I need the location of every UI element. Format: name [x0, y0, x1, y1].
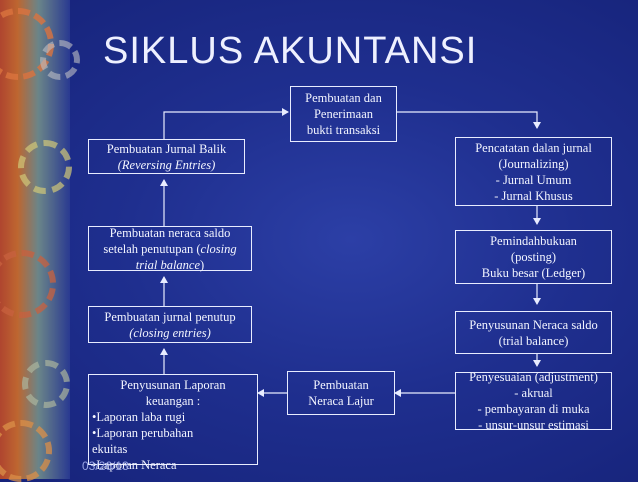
node-posting: Pemindahbukuan (posting) Buku besar (Led… [455, 230, 612, 284]
gear-icon [40, 40, 80, 80]
node-text: trial balance [135, 257, 201, 272]
node-line: Penyusunan Neraca saldo [469, 317, 598, 332]
node-line: keuangan : [145, 394, 201, 408]
node-line: - Jurnal Umum [495, 172, 572, 187]
node-text: setelah penutupan ( [103, 241, 201, 256]
page-title: SIKLUS AKUNTANSI [103, 30, 478, 72]
node-neraca-lajur: Pembuatan Neraca Lajur [287, 371, 395, 415]
node-neraca-saldo: Penyusunan Neraca saldo (trial balance) [455, 311, 612, 354]
node-text: closing [200, 241, 237, 256]
node-jurnal-penutup: Pembuatan jurnal penutup (closing entrie… [88, 306, 252, 343]
node-text: ) [200, 257, 205, 272]
node-line: (Journalizing) [498, 156, 569, 171]
node-laporan-keuangan: Penyusunan Laporan keuangan : •Laporan l… [88, 374, 258, 472]
arrow-balik-to-transaksi [163, 108, 289, 139]
gear-icon [0, 250, 56, 318]
node-pencatatan-jurnal: Pencatatan dalan jurnal (Journalizing) -… [455, 137, 612, 206]
arrow-transaksi-to-jurnal [397, 111, 541, 129]
node-line: (posting) [510, 250, 557, 264]
node-line: - unsur-unsur estimasi [478, 418, 589, 432]
node-line: Penerimaan [313, 107, 373, 121]
node-line: Pembuatan neraca saldo [109, 225, 231, 240]
node-list-item: •Laporan laba rugi [92, 410, 186, 424]
node-line: (Reversing Entries) [117, 157, 216, 172]
node-line: Pencatatan dalan jurnal [475, 140, 592, 155]
node-penyesuaian: Penyesuaian (adjustment) - akrual - pemb… [455, 370, 612, 432]
node-line: - pembayaran di muka [477, 402, 590, 416]
gear-icon [18, 140, 72, 194]
node-line: Pembuatan [313, 378, 369, 392]
node-bukti-transaksi: Pembuatan dan Penerimaan bukti transaksi [290, 86, 397, 142]
node-line: Buku besar (Ledger) [481, 266, 586, 280]
left-decoration [0, 0, 80, 482]
node-line: Pembuatan dan [305, 91, 382, 105]
node-line: Neraca Lajur [308, 394, 374, 408]
node-line: Pembuatan Jurnal Balik [106, 141, 227, 156]
node-list-item: ekuitas [92, 442, 128, 456]
node-line: Penyesuaian (adjustment) [469, 370, 598, 384]
gear-icon [22, 360, 70, 408]
node-line: (closing entries) [129, 325, 211, 340]
node-line: - akrual [514, 386, 553, 400]
node-neraca-saldo-penutupan: Pembuatan neraca saldo setelah penutupan… [88, 225, 252, 273]
node-line: (trial balance) [498, 333, 569, 348]
node-line: Pembuatan jurnal penutup [104, 309, 236, 324]
footer-date: 03/26/13 [82, 459, 129, 473]
node-jurnal-balik: Pembuatan Jurnal Balik (Reversing Entrie… [88, 139, 245, 174]
node-list-item: •Laporan perubahan [92, 426, 194, 440]
node-line: setelah penutupan (closing [92, 241, 248, 257]
node-line: trial balance) [92, 257, 248, 273]
node-line: - Jurnal Khusus [494, 188, 573, 203]
node-line: Penyusunan Laporan [120, 378, 226, 392]
node-line: bukti transaksi [306, 123, 381, 137]
node-line: Pemindahbukuan [490, 234, 577, 248]
node-list-item: •Laporan Neraca [92, 458, 177, 472]
